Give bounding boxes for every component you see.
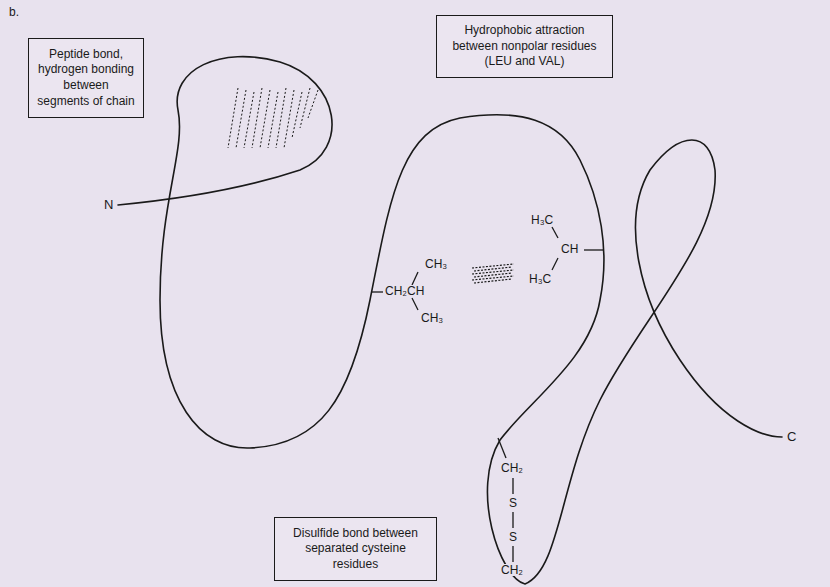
chemical-group: S [508,531,518,543]
callout-text: Hydrophobic attraction between nonpolar … [445,23,604,70]
callout-box: Hydrophobic attraction between nonpolar … [436,15,613,78]
callout-box: Disulfide bond between separated cystein… [274,517,437,581]
polypeptide-chain [118,57,782,584]
chemical-group: CH₃ [424,258,448,270]
side-chain-bonds [371,227,604,562]
callout-box: Peptide bond, hydrogen bonding between s… [28,38,144,118]
chemical-group: S [508,497,518,509]
terminus-label: C [786,430,797,443]
callout-text: Peptide bond, hydrogen bonding between s… [37,47,135,109]
chemical-group: CH₃ [420,312,444,324]
callout-text: Disulfide bond between separated cystein… [283,526,428,573]
chemical-group: CH₂ [500,462,524,474]
terminus-label: N [103,198,114,211]
chemical-group: CH₂CH [384,285,425,297]
hydrophobic-dashes [472,264,514,283]
panel-letter: b. [8,6,20,18]
chemical-group: H₃C [528,273,552,285]
chemical-group: CH₂ [500,564,524,576]
chemical-group: H₃C [530,214,554,226]
hydrogen-bond-hatching [228,88,318,148]
chemical-group: CH [560,243,579,255]
